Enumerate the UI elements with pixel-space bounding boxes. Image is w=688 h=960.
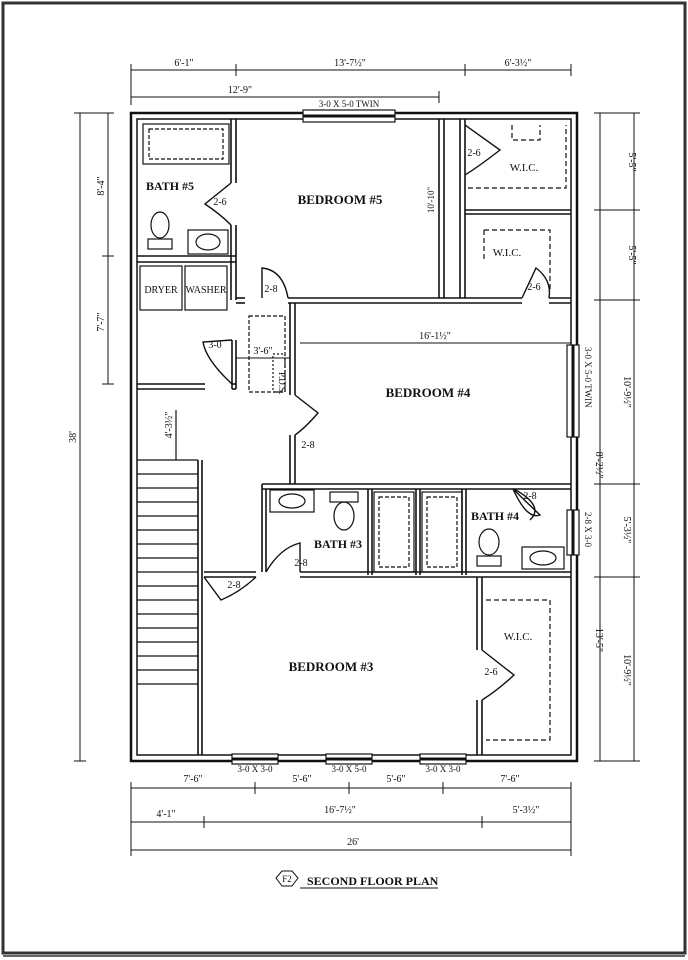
dim-stair: 4'-3½" <box>164 412 175 439</box>
toilet-icon <box>150 211 170 239</box>
dim-bottom-3: 5'-3½" <box>513 805 540 816</box>
window-label-bottom-left: 3-0 X 3-0 <box>238 764 273 774</box>
door-label-wic-bottom: 2-6 <box>484 667 497 678</box>
dim-bottom-1: 4'-1" <box>156 809 175 820</box>
dim-top-1: 6'-1" <box>174 58 193 69</box>
dim-top-2: 13'-7½" <box>334 58 366 69</box>
appliance-labels: DRYER WASHER P.D.S. <box>144 285 287 394</box>
washer-label: WASHER <box>185 285 226 296</box>
window-label-top: 3-0 X 5-0 TWIN <box>319 99 380 109</box>
pds-label: P.D.S. <box>277 372 287 394</box>
sheet-id: F2 <box>282 874 292 884</box>
dryer-label: DRYER <box>144 285 178 296</box>
door-label-bath5: 2-6 <box>213 197 226 208</box>
dim-hall-closet: 3'-6" <box>253 346 272 357</box>
dim-right-7: 10'-9½" <box>621 654 632 686</box>
dim-bwin-1: 7'-6" <box>183 774 202 785</box>
window-label-right-lower: 2-8 X 3-0 <box>583 512 593 547</box>
dim-right-1: 5'-5" <box>626 152 637 171</box>
washer-icon <box>184 265 228 311</box>
room-label-wic-bottom: W.I.C. <box>504 631 533 643</box>
toilet-icon <box>478 528 500 556</box>
windows <box>231 109 580 765</box>
interior-walls <box>137 119 571 755</box>
room-label-bedroom3: BEDROOM #3 <box>289 659 374 674</box>
dim-bwin-3: 5'-6" <box>386 774 405 785</box>
sink-icon <box>269 489 315 513</box>
door-label-bath3: 2-8 <box>294 558 307 569</box>
dim-top-overall: 12'-9" <box>228 85 252 96</box>
room-label-wic-top: W.I.C. <box>510 162 539 174</box>
room-label-bath5: BATH #5 <box>146 179 194 193</box>
toilet-icon <box>333 501 355 531</box>
dim-bottom-2: 16'-7½" <box>324 805 356 816</box>
dim-right-5: 5'-3½" <box>621 517 632 544</box>
plan-title-text: SECOND FLOOR PLAN <box>307 874 439 888</box>
bathtub-icon <box>373 491 415 573</box>
room-label-bath4: BATH #4 <box>471 509 519 523</box>
window-label-right-upper: 3-0 X 5-0 TWIN <box>583 347 593 408</box>
door-labels: 2-6 2-6 2-6 2-8 3-0 2-8 2-8 2-8 2-8 2-6 <box>208 148 540 678</box>
fixtures <box>137 123 567 741</box>
room-label-bath3: BATH #3 <box>314 537 362 551</box>
door-label-wic-mid: 2-6 <box>527 282 540 293</box>
sink-icon <box>187 229 229 255</box>
dim-hall-width: 16'-1½" <box>419 331 451 342</box>
door-label-bedroom3: 2-8 <box>227 580 240 591</box>
dimension-labels: 6'-1" 13'-7½" 6'-3½" 12'-9" 8'-4" 7'-7" … <box>68 58 637 848</box>
dim-right-3: 10'-9½" <box>621 376 632 408</box>
sheet-id-hexagon-icon <box>275 870 299 887</box>
dim-bedroom5-width: 10'-10" <box>426 187 436 214</box>
door-label-linen: 3-0 <box>208 340 221 351</box>
dim-left-overall: 38' <box>68 431 79 443</box>
room-labels: BEDROOM #5 BEDROOM #4 BEDROOM #3 BATH #5… <box>146 162 539 674</box>
plan-title: F2 SECOND FLOOR PLAN <box>275 870 439 889</box>
door-swings <box>202 124 551 701</box>
door-label-bath4: 2-8 <box>523 491 536 502</box>
dim-left-2: 7'-7" <box>96 312 107 331</box>
door-label-bedroom4: 2-8 <box>301 440 314 451</box>
window-labels: 3-0 X 5-0 TWIN 3-0 X 5-0 TWIN 2-8 X 3-0 … <box>238 99 594 774</box>
bathtub-icon <box>421 491 463 573</box>
dimension-lines <box>74 64 640 856</box>
dim-right-6: 13'-5" <box>593 628 604 652</box>
dim-right-4: 8'-2½" <box>593 452 604 479</box>
dryer-icon <box>139 265 183 311</box>
dim-top-3: 6'-3½" <box>505 58 532 69</box>
staircase-icon <box>137 459 198 685</box>
room-label-bedroom4: BEDROOM #4 <box>386 385 471 400</box>
window-label-bottom-right: 3-0 X 3-0 <box>426 764 461 774</box>
sink-icon <box>521 546 565 570</box>
dim-right-2: 5'-5" <box>626 245 637 264</box>
door-label-wic-top: 2-6 <box>467 148 480 159</box>
room-label-wic-mid: W.I.C. <box>493 247 522 259</box>
bathtub-icon <box>142 123 230 165</box>
dim-bwin-4: 7'-6" <box>500 774 519 785</box>
dim-bottom-overall: 26' <box>347 837 359 848</box>
dim-left-1: 8'-4" <box>96 176 107 195</box>
window-label-bottom-mid: 3-0 X 5-0 <box>332 764 367 774</box>
door-label-laundry: 2-8 <box>264 284 277 295</box>
room-label-bedroom5: BEDROOM #5 <box>298 192 383 207</box>
dim-bwin-2: 5'-6" <box>292 774 311 785</box>
